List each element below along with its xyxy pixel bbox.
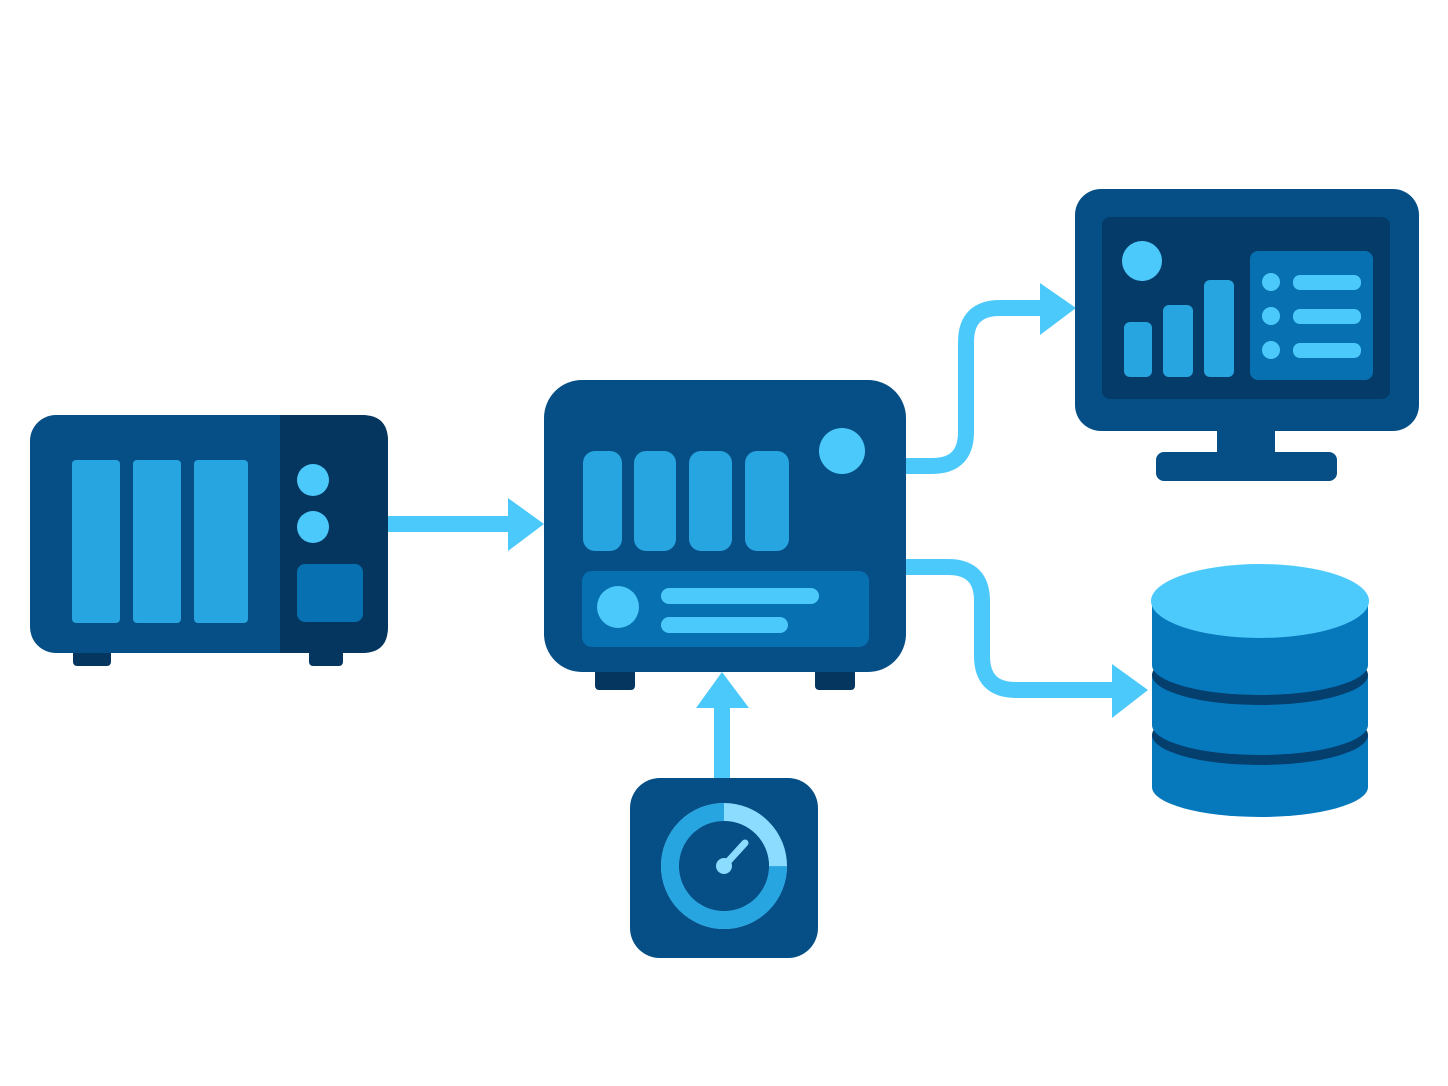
drive-bay	[634, 451, 676, 551]
dashboard-bar	[1124, 322, 1152, 377]
edge-central-to-database	[906, 559, 1148, 718]
connectors	[388, 283, 1148, 778]
gauge-ring-progress	[661, 803, 787, 929]
central-nas-node	[544, 380, 906, 690]
drive-bay	[194, 460, 248, 623]
nas-port-panel	[297, 564, 363, 622]
dashboard-bar	[1163, 305, 1193, 377]
panel-indicator-icon	[597, 586, 639, 628]
drive-bay	[689, 451, 732, 551]
list-line	[1293, 309, 1361, 324]
list-bullet-icon	[1262, 341, 1280, 359]
panel-text-line	[661, 588, 819, 604]
status-led-icon	[819, 428, 865, 474]
arrowhead-right-icon	[1112, 664, 1148, 718]
database-node	[1151, 564, 1369, 817]
arrowhead-up-icon	[696, 672, 749, 708]
drive-bay	[133, 460, 181, 623]
dashboard-monitor-node	[1075, 189, 1419, 481]
status-led-icon	[297, 511, 329, 543]
list-line	[1293, 275, 1361, 290]
status-led-icon	[297, 464, 329, 496]
list-bullet-icon	[1262, 273, 1280, 291]
edge-source-to-central	[388, 498, 544, 551]
gauge-pivot	[716, 858, 732, 874]
drive-bay	[72, 460, 120, 623]
arrowhead-right-icon	[508, 498, 544, 551]
database-top	[1151, 564, 1369, 638]
drive-bay	[745, 451, 789, 551]
monitor-neck	[1217, 428, 1275, 456]
panel-text-line	[661, 617, 788, 633]
performance-monitor-node	[630, 778, 818, 958]
edge-central-to-dashboard	[906, 283, 1076, 474]
monitor-stand-base	[1156, 452, 1337, 481]
source-nas-node	[30, 415, 388, 666]
edge-monitor-to-central	[696, 672, 749, 778]
arrowhead-right-icon	[1040, 283, 1076, 335]
dashboard-status-icon	[1122, 241, 1162, 281]
drive-bay	[583, 451, 622, 551]
list-bullet-icon	[1262, 307, 1280, 325]
dashboard-bar	[1204, 280, 1234, 377]
list-line	[1293, 343, 1361, 358]
